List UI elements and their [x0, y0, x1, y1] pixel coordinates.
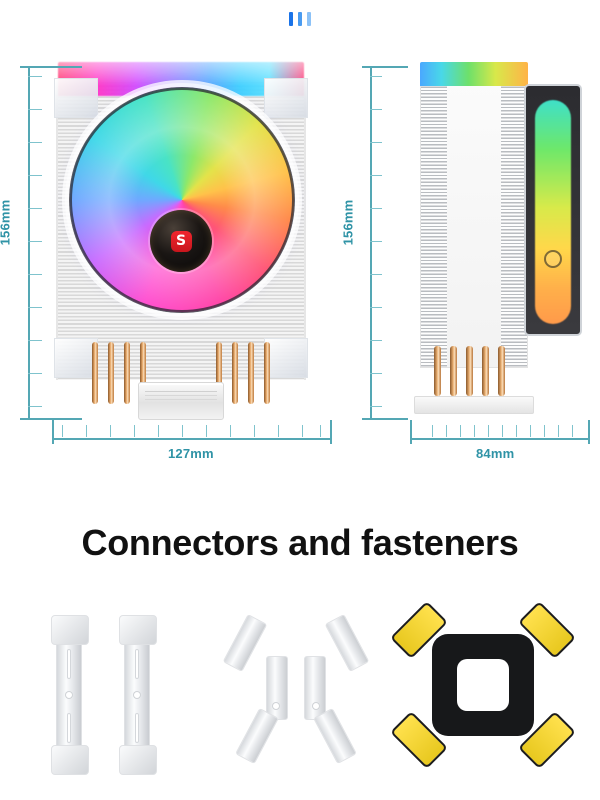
bracket-slot: [135, 713, 139, 743]
side-width-right-cap: [588, 420, 590, 444]
front-width-left-cap: [52, 420, 54, 444]
fan-corner-top-right: [264, 78, 308, 118]
indicator-bar-1: [289, 12, 293, 26]
side-fan-assembly: [524, 84, 582, 336]
heatpipe: [434, 346, 441, 396]
bracket-head-top: [119, 615, 157, 645]
front-width-label: 127mm: [168, 446, 214, 461]
fan-outer-ring: [62, 80, 302, 320]
indicator-bar-3: [307, 12, 311, 26]
cold-plate-base-side: [414, 396, 534, 414]
fan-hub: S: [150, 210, 212, 272]
heatpipe: [232, 342, 238, 404]
indicator-bar-2: [298, 12, 302, 26]
backplate-center-window: [457, 659, 509, 711]
side-width-left-cap: [410, 420, 412, 444]
front-height-bottom-cap: [20, 418, 82, 420]
side-height-top-cap: [362, 66, 408, 68]
cold-plate-base: [138, 382, 224, 420]
heatpipe: [140, 342, 146, 404]
heatpipe: [450, 346, 457, 396]
side-width-dimension-line: [410, 438, 588, 440]
side-width-label: 84mm: [476, 446, 515, 461]
heatpipe: [124, 342, 130, 404]
heatpipes-front: [86, 342, 276, 420]
straight-bracket-left: [51, 615, 89, 775]
heatpipe: [498, 346, 505, 396]
side-height-bottom-cap: [362, 418, 408, 420]
section-heading: Connectors and fasteners: [81, 522, 519, 563]
bracket-slot: [135, 649, 139, 679]
accessory-angled-brackets: [222, 613, 370, 772]
heatpipe: [482, 346, 489, 396]
bracket-hole: [65, 691, 73, 699]
bracket-head-top: [51, 615, 89, 645]
side-height-label: 156mm: [340, 199, 356, 246]
argb-top-bar-side: [420, 62, 528, 86]
heatpipe: [216, 342, 222, 404]
side-fan-hub: [544, 249, 562, 268]
backplate-body: [432, 634, 534, 736]
heatpipe: [248, 342, 254, 404]
front-width-right-cap: [330, 420, 332, 444]
side-width-ticks: [432, 425, 574, 438]
top-indicator-bars: [0, 12, 600, 26]
bracket-head-bottom: [51, 745, 89, 775]
front-height-label: 156mm: [0, 199, 13, 246]
accessories-row: [0, 596, 600, 786]
brand-logo-icon: S: [170, 230, 192, 252]
front-width-ticks: [62, 425, 322, 438]
bracket-hole: [133, 691, 141, 699]
front-width-dimension-line: [52, 438, 330, 440]
bracket-slot: [67, 713, 71, 743]
accessory-backplate: [390, 601, 576, 769]
cooler-front-view: S: [48, 62, 314, 420]
heatpipe: [92, 342, 98, 404]
heatpipes-side: [432, 344, 516, 396]
front-height-ticks: [28, 76, 44, 408]
cooler-side-view: [408, 62, 588, 420]
accessory-straight-brackets: [46, 612, 176, 775]
side-fan-rgb-glow: [535, 100, 571, 324]
heatsink-fin-stack-side: [420, 80, 528, 368]
bracket-slot: [67, 649, 71, 679]
bracket-head-bottom: [119, 745, 157, 775]
fan-corner-bottom-left: [54, 338, 98, 378]
straight-bracket-right: [119, 615, 157, 775]
heatpipe: [264, 342, 270, 404]
fan-corner-top-left: [54, 78, 98, 118]
heatpipe: [466, 346, 473, 396]
side-height-ticks: [370, 76, 384, 408]
heatpipe: [108, 342, 114, 404]
front-height-top-cap: [20, 66, 82, 68]
